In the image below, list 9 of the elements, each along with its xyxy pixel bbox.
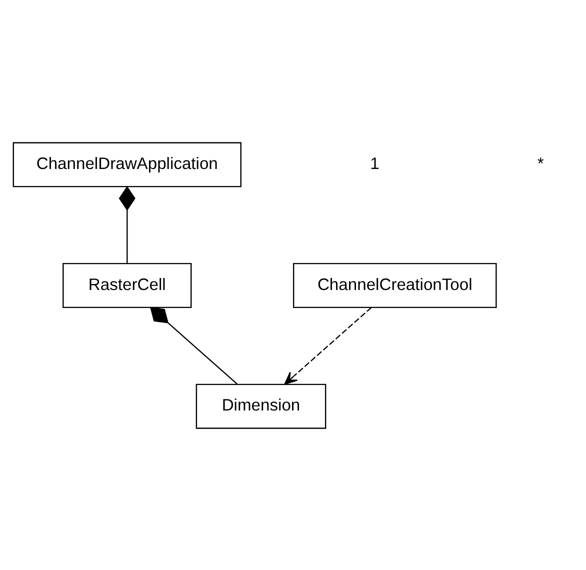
node-box: ChannelCreationTool	[293, 262, 497, 308]
connector	[118, 185, 136, 263]
arrow	[284, 306, 372, 384]
label: 1	[370, 154, 380, 173]
label: *	[537, 154, 544, 173]
node-box: ChannelDrawApplication	[12, 142, 242, 187]
node-box: Dimension	[196, 383, 326, 428]
node-box: RasterCell	[62, 262, 192, 308]
connector	[150, 306, 238, 384]
